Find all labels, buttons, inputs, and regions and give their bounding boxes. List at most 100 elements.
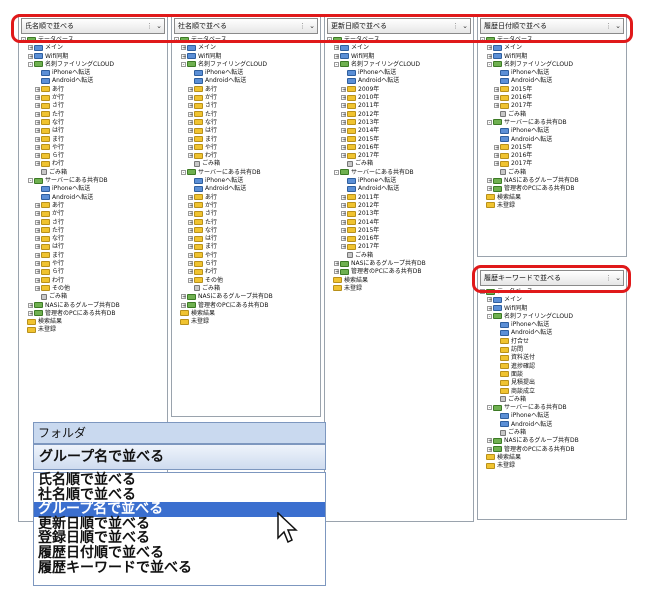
tree-node[interactable]: +2010年 bbox=[327, 94, 471, 102]
tree-node[interactable]: +2012年 bbox=[327, 111, 471, 119]
tree-node[interactable]: +2015年 bbox=[327, 136, 471, 144]
expand-icon[interactable]: + bbox=[334, 261, 340, 268]
expand-icon[interactable]: + bbox=[341, 211, 347, 218]
tree-node[interactable]: +2015年 bbox=[327, 227, 471, 235]
tree-node[interactable]: +は行 bbox=[174, 235, 318, 243]
tree-node[interactable]: +NASにあるグループ共有DB bbox=[480, 437, 624, 445]
collapse-icon[interactable]: - bbox=[181, 61, 186, 68]
expand-icon[interactable]: + bbox=[487, 186, 493, 193]
tree-node[interactable]: -サーバーにある共有DB bbox=[21, 177, 165, 185]
tree-node[interactable]: +な行 bbox=[174, 119, 318, 127]
dropdown-option[interactable]: 更新日順で並べる bbox=[38, 515, 150, 532]
tree-node[interactable]: +あ行 bbox=[21, 202, 165, 210]
expand-icon[interactable]: + bbox=[341, 236, 347, 243]
sort-select-updated-order[interactable]: 更新日順で並べる ⋮ ⌄ bbox=[327, 18, 471, 34]
tree-node[interactable]: +管理者のPCにある共有DB bbox=[327, 268, 471, 276]
tree-node[interactable]: +あ行 bbox=[174, 86, 318, 94]
expand-icon[interactable]: + bbox=[188, 153, 194, 160]
expand-icon[interactable]: + bbox=[188, 95, 194, 102]
expand-icon[interactable]: + bbox=[188, 128, 194, 135]
tree-node[interactable]: +ま行 bbox=[21, 136, 165, 144]
tree-node[interactable]: +は行 bbox=[174, 127, 318, 135]
expand-icon[interactable]: + bbox=[188, 194, 194, 201]
tree-node[interactable]: +あ行 bbox=[174, 194, 318, 202]
tree-node[interactable]: iPhoneへ転送 bbox=[480, 321, 624, 329]
expand-icon[interactable]: + bbox=[487, 305, 493, 312]
tree-node[interactable]: 検索結果 bbox=[327, 277, 471, 285]
tree-node[interactable]: Androidへ転送 bbox=[21, 194, 165, 202]
tree-node[interactable]: +な行 bbox=[174, 227, 318, 235]
tree-node[interactable]: +Wifi同期 bbox=[327, 53, 471, 61]
tree-node[interactable]: +2011年 bbox=[327, 194, 471, 202]
tree-node[interactable]: +わ行 bbox=[174, 268, 318, 276]
chevron-down-icon[interactable]: ⌄ bbox=[462, 22, 468, 30]
tree-node[interactable]: +管理者のPCにある共有DB bbox=[480, 185, 624, 193]
tree-node[interactable]: +2013年 bbox=[327, 210, 471, 218]
tree-node[interactable]: +さ行 bbox=[174, 210, 318, 218]
expand-icon[interactable]: + bbox=[334, 269, 340, 276]
tree-node[interactable]: Androidへ転送 bbox=[480, 329, 624, 337]
expand-icon[interactable]: + bbox=[188, 219, 194, 226]
expand-icon[interactable]: + bbox=[341, 244, 347, 251]
tree-node[interactable]: +メイン bbox=[480, 296, 624, 304]
tree-node[interactable]: +2009年 bbox=[327, 86, 471, 94]
tree-node[interactable]: +わ行 bbox=[174, 152, 318, 160]
expand-icon[interactable]: + bbox=[494, 144, 500, 151]
tree-node[interactable]: +2013年 bbox=[327, 119, 471, 127]
chevron-down-icon[interactable]: ⌄ bbox=[615, 274, 621, 282]
collapse-icon[interactable]: - bbox=[334, 169, 339, 176]
expand-icon[interactable]: + bbox=[334, 45, 340, 52]
tree-node[interactable]: 未登録 bbox=[327, 285, 471, 293]
sort-select-name-order[interactable]: 氏名順で並べる ⋮ ⌄ bbox=[21, 18, 165, 34]
expand-icon[interactable]: + bbox=[35, 153, 41, 160]
tree-node[interactable]: +Wifi同期 bbox=[21, 53, 165, 61]
expand-icon[interactable]: + bbox=[35, 111, 41, 118]
collapse-icon[interactable]: - bbox=[487, 405, 492, 412]
tree-node[interactable]: +2016年 bbox=[327, 144, 471, 152]
expand-icon[interactable]: + bbox=[188, 261, 194, 268]
tree-node[interactable]: Androidへ転送 bbox=[174, 77, 318, 85]
tree-node[interactable]: 進捗確認 bbox=[480, 363, 624, 371]
expand-icon[interactable]: + bbox=[341, 202, 347, 209]
tree-node[interactable]: +た行 bbox=[21, 227, 165, 235]
tree-node[interactable]: +な行 bbox=[21, 119, 165, 127]
expand-icon[interactable]: + bbox=[487, 45, 493, 52]
expand-icon[interactable]: + bbox=[35, 236, 41, 243]
expand-icon[interactable]: + bbox=[487, 53, 493, 60]
collapse-icon[interactable]: - bbox=[487, 119, 492, 126]
dropdown-option[interactable]: 登録日順で並べる bbox=[38, 530, 150, 547]
expand-icon[interactable]: + bbox=[35, 136, 41, 143]
tree-node[interactable]: iPhoneへ転送 bbox=[21, 185, 165, 193]
expand-icon[interactable]: + bbox=[341, 103, 347, 110]
tree-node[interactable]: +2015年 bbox=[480, 86, 624, 94]
tree-node[interactable]: 検索結果 bbox=[21, 318, 165, 326]
expand-icon[interactable]: + bbox=[341, 86, 347, 93]
chevron-down-icon[interactable]: ⌄ bbox=[309, 22, 315, 30]
expand-icon[interactable]: + bbox=[35, 161, 41, 168]
expand-icon[interactable]: + bbox=[35, 144, 41, 151]
expand-icon[interactable]: + bbox=[341, 111, 347, 118]
expand-icon[interactable]: + bbox=[188, 211, 194, 218]
tree-node[interactable]: 面談 bbox=[480, 371, 624, 379]
expand-icon[interactable]: + bbox=[35, 128, 41, 135]
tree-node[interactable]: 打合せ bbox=[480, 338, 624, 346]
expand-icon[interactable]: + bbox=[188, 103, 194, 110]
tree-node[interactable]: +2014年 bbox=[327, 127, 471, 135]
tree-node[interactable]: +ら行 bbox=[21, 152, 165, 160]
expand-icon[interactable]: + bbox=[494, 95, 500, 102]
tree-node[interactable]: +2016年 bbox=[480, 152, 624, 160]
expand-icon[interactable]: + bbox=[341, 95, 347, 102]
expand-icon[interactable]: + bbox=[188, 111, 194, 118]
dropdown-option[interactable]: グループ名で並べる bbox=[34, 502, 325, 517]
tree-node[interactable]: +Wifi同期 bbox=[480, 53, 624, 61]
expand-icon[interactable]: + bbox=[487, 297, 493, 304]
expand-icon[interactable]: + bbox=[341, 227, 347, 234]
tree-node[interactable]: 見積提出 bbox=[480, 379, 624, 387]
tree-node[interactable]: +NASにあるグループ共有DB bbox=[480, 177, 624, 185]
tree-node[interactable]: -名刺ファイリングCLOUD bbox=[21, 61, 165, 69]
tree-node[interactable]: +Wifi同期 bbox=[174, 53, 318, 61]
tree-node[interactable]: Androidへ転送 bbox=[480, 77, 624, 85]
expand-icon[interactable]: + bbox=[341, 119, 347, 126]
tree-node[interactable]: 訪問 bbox=[480, 346, 624, 354]
expand-icon[interactable]: + bbox=[188, 252, 194, 259]
